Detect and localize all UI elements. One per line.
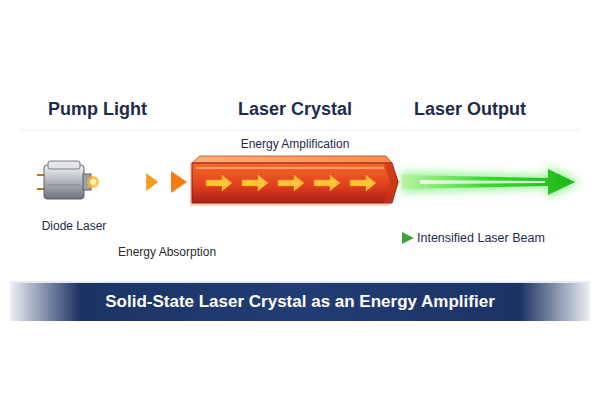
banner-text: Solid-State Laser Crystal as an Energy A… <box>10 283 590 321</box>
energy-arrow <box>278 175 304 191</box>
pump-arrow <box>117 171 187 193</box>
flow-label: Energy Absorption <box>118 245 216 259</box>
diode-glow <box>87 176 99 188</box>
title-banner: Solid-State Laser Crystal as an Energy A… <box>10 283 590 321</box>
crystal-top <box>192 156 392 163</box>
section-heading: Pump Light <box>30 99 165 120</box>
diode-ridge <box>48 185 80 186</box>
section-heading: Laser Crystal <box>188 99 402 120</box>
laser-crystal: Laser CrystalEnergy Amplification <box>188 99 402 209</box>
energy-arrow <box>314 175 340 191</box>
crystal-label: Energy Amplification <box>188 137 402 151</box>
energy-arrow <box>206 175 232 191</box>
crystal-highlight <box>196 167 384 169</box>
output-label: Intensified Laser Beam <box>417 231 545 245</box>
crystal-front <box>192 163 398 203</box>
diode-body <box>44 165 84 199</box>
energy-arrow <box>242 175 268 191</box>
divider-line <box>20 130 580 131</box>
diode-laser-symbol <box>35 155 99 207</box>
energy-arrow <box>350 175 376 191</box>
output-beam <box>402 166 580 198</box>
crystal-glow <box>190 162 400 206</box>
diode-laser: Diode Laser <box>35 155 116 235</box>
crystal-end <box>384 163 398 203</box>
section-heading: Laser Output <box>395 99 545 120</box>
energy-flow-arrow <box>45 232 414 244</box>
device-label: Diode Laser <box>42 219 107 233</box>
diode-top <box>48 161 80 169</box>
diode-lens <box>90 179 96 185</box>
crystal-body <box>188 153 402 209</box>
